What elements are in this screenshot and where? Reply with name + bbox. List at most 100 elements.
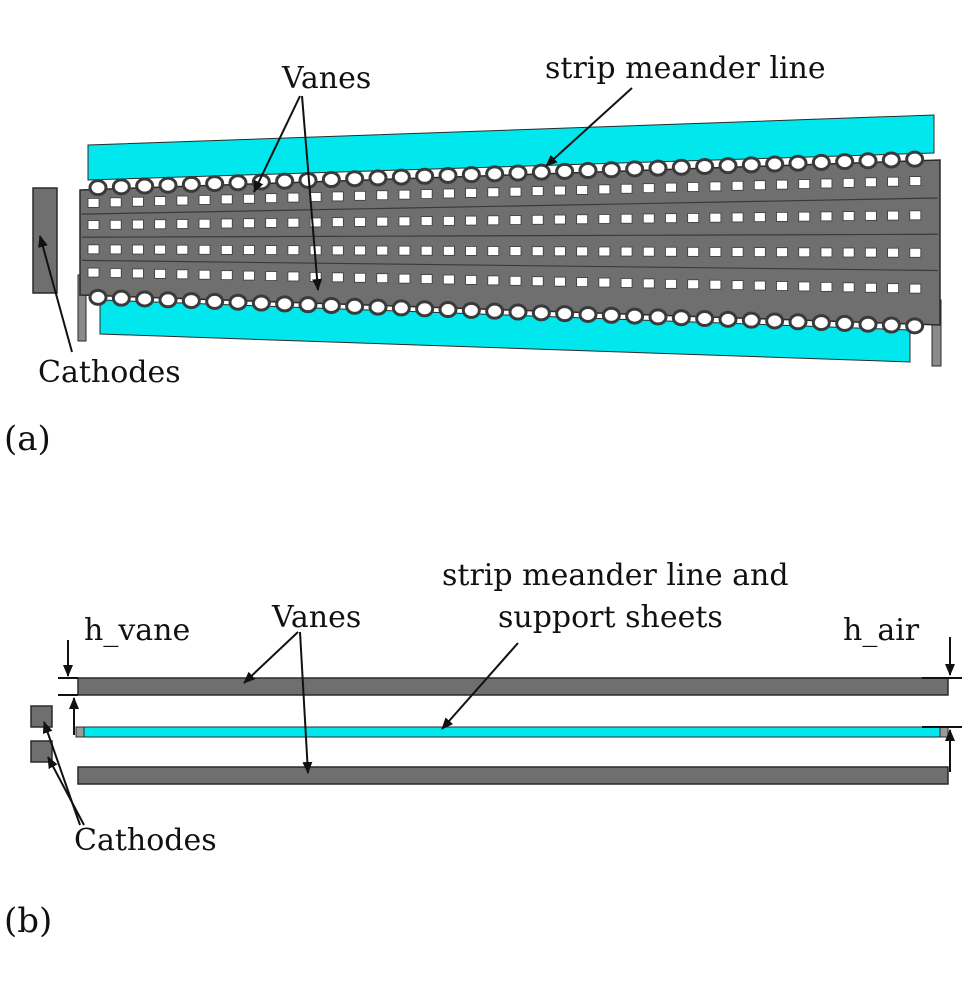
meander-hole (687, 279, 700, 290)
hair-label: h_air (843, 613, 920, 648)
meander-hole (709, 181, 722, 192)
arrow-meander-a (545, 87, 633, 167)
meander-loop-top (578, 162, 598, 180)
meander-hole (753, 247, 766, 258)
arrow-vanes-a-2 (301, 95, 323, 291)
meander-label-b-line1: strip meander line and (442, 558, 789, 593)
meander-hole (376, 216, 389, 227)
meander-hole (554, 246, 566, 257)
meander-hole (132, 268, 144, 279)
meander-loop-top (205, 175, 225, 193)
meander-loop-bottom (648, 308, 668, 326)
meander-loop-top (485, 165, 505, 183)
meander-hole (354, 190, 366, 201)
meander-hole (420, 245, 433, 256)
meander-loop-bottom (765, 312, 785, 330)
meander-hole (154, 244, 167, 255)
meander-loop-bottom (695, 310, 715, 328)
vane-bottom-b (77, 766, 949, 785)
meander-hole (887, 283, 899, 294)
meander-loop-bottom (345, 297, 365, 315)
meander-hole (864, 282, 877, 293)
meander-hole (576, 185, 589, 195)
meander-hole (109, 244, 122, 255)
meander-hole (709, 212, 722, 223)
meander-loop-bottom (485, 302, 505, 320)
meander-hole (798, 179, 811, 189)
meander-hole (776, 211, 788, 222)
meander-hole (176, 269, 189, 280)
meander-hole (887, 176, 899, 187)
meander-hole (487, 275, 500, 286)
meander-hole (376, 190, 389, 201)
meander-hole (598, 246, 611, 257)
meander-hole (220, 218, 233, 229)
meander-hole (331, 191, 344, 202)
meander-hole (753, 280, 766, 291)
meander-hole (798, 281, 811, 292)
meander-hole (598, 277, 611, 288)
meander-hole (265, 271, 278, 281)
meander-hole (620, 246, 633, 257)
meander-loop-bottom (438, 301, 458, 319)
meander-hole (376, 273, 389, 284)
arrow-vanes-a-1 (253, 95, 301, 193)
meander-hole (265, 218, 278, 228)
meander-loop-bottom (578, 305, 598, 323)
cathodes-label-a: Cathodes (38, 355, 181, 390)
meander-loop-top (88, 179, 108, 197)
arrow-meander-b (441, 642, 519, 730)
meander-hole (731, 180, 744, 191)
meander-hole (798, 211, 811, 222)
meander-loop-top (531, 163, 551, 181)
meander-hole (576, 214, 589, 225)
meander-hole (753, 212, 766, 223)
meander-hole (331, 272, 344, 283)
meander-hole (87, 244, 100, 255)
meander-loop-top (321, 171, 341, 189)
meander-loop-bottom (858, 315, 878, 333)
meander-hole (87, 197, 100, 208)
meander-hole (398, 189, 411, 200)
meander-hole (198, 195, 211, 205)
meander-hole (154, 196, 167, 207)
panel-label-b: (b) (4, 901, 52, 941)
meander-hole (864, 247, 877, 258)
meander-loop-bottom (111, 289, 131, 307)
meander-loop-bottom (321, 296, 341, 314)
meander-hole (909, 283, 922, 294)
meander-hole (87, 267, 100, 278)
vane-band-line (81, 197, 939, 215)
vanes-label-b: Vanes (271, 600, 361, 635)
meander-hole (509, 275, 522, 286)
meander-loop-bottom (835, 314, 855, 332)
meander-loop-bottom (601, 306, 621, 324)
meander-hole (132, 219, 144, 230)
meander-hole (87, 220, 100, 230)
meander-loop-bottom (905, 317, 925, 335)
meander-hole (420, 189, 433, 199)
meander-hole (354, 216, 366, 227)
meander-hole (509, 186, 522, 197)
arrow-vanes-b-2 (299, 631, 313, 774)
meander-hole (776, 281, 788, 291)
meander-hole (287, 245, 300, 256)
meander-loop-top (648, 159, 668, 177)
meander-loop-bottom (368, 298, 388, 316)
meander-hole (887, 247, 899, 258)
meander-loop-top (158, 176, 178, 194)
meander-loop-top (438, 166, 458, 184)
vane-band-line (81, 233, 939, 238)
meander-hole (243, 218, 255, 229)
meander-hole (576, 246, 589, 257)
meander-hole (598, 214, 611, 224)
panel-b: h_vane Vanes strip meander line and supp… (4, 558, 962, 941)
meander-hole (287, 271, 300, 282)
meander-hole (109, 219, 122, 230)
meander-loop-bottom (671, 309, 691, 327)
meander-hole (665, 213, 677, 224)
meander-loop-top (858, 152, 878, 170)
meander-hole (287, 192, 300, 203)
meander-loop-bottom (415, 300, 435, 318)
meander-loop-bottom (788, 313, 808, 331)
